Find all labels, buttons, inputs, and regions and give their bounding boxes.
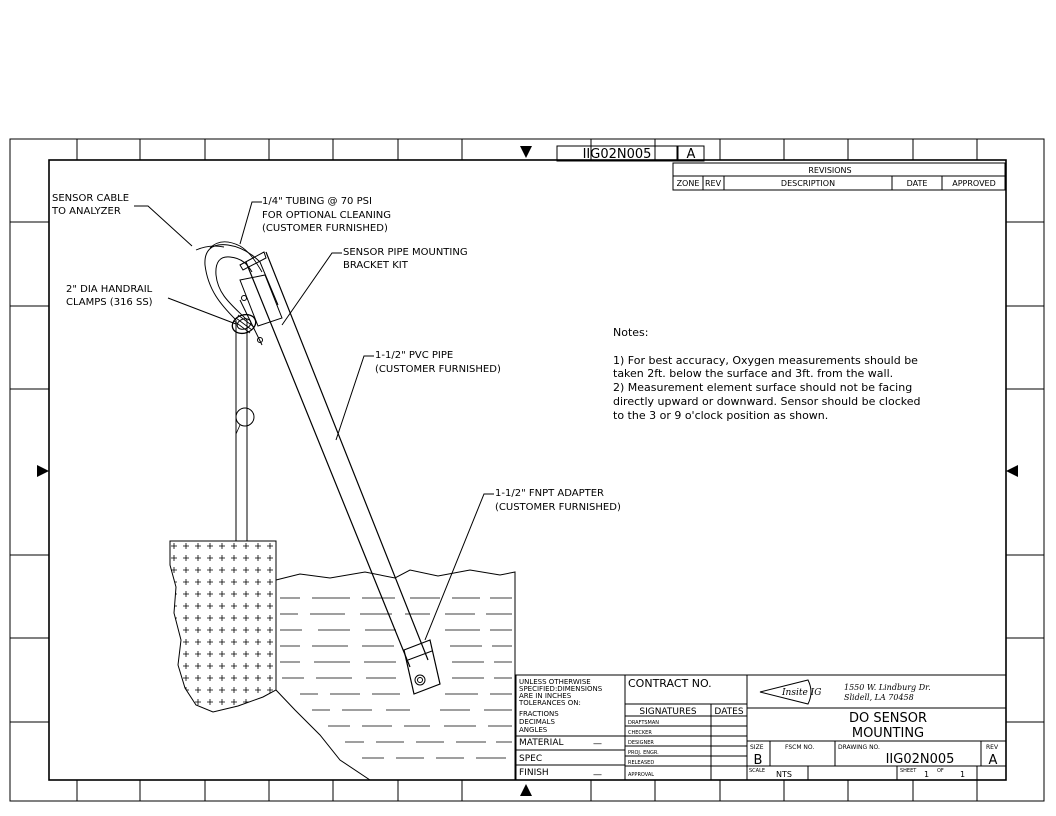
revision-header-description: DESCRIPTION (781, 179, 835, 188)
leader-handrail (167, 297, 237, 325)
leader-pvc-pipe (335, 355, 374, 441)
callout-sensor-cable-1: SENSOR CABLE (52, 193, 129, 204)
note-line-2: taken 2ft. below the surface and 3ft. fr… (613, 367, 893, 380)
note-line-4: directly upward or downward. Sensor shou… (613, 395, 920, 408)
revisions-block: REVISIONS ZONE REV DESCRIPTION DATE APPR… (672, 162, 1006, 191)
tolerance-line-2: SPECIFIED:DIMENSIONS (519, 685, 603, 693)
of-value: 1 (960, 770, 965, 779)
fscm-label: FSCM NO. (785, 744, 814, 751)
scale-value: NTS (776, 770, 792, 779)
centering-arrows (37, 146, 1018, 796)
size-label: SIZE (750, 744, 764, 751)
sensor-cable-line (195, 245, 225, 251)
tolerance-line-7: ANGLES (519, 726, 548, 734)
callout-labels: SENSOR CABLE TO ANALYZER 1/4" TUBING @ 7… (51, 193, 621, 513)
drawing-title-2: MOUNTING (852, 726, 924, 741)
rev-value: A (989, 753, 998, 768)
sensor-mounting-illustration (134, 201, 516, 781)
callout-handrail-2: CLAMPS (316 SS) (66, 297, 153, 308)
rev-label: REV (986, 744, 999, 751)
role-checker: CHECKER (628, 730, 652, 736)
callout-bracket-2: BRACKET KIT (343, 260, 409, 271)
pvc-pipe (245, 251, 429, 668)
address-line-1: 1550 W. Lindburg Dr. (844, 683, 931, 692)
top-rev-letter: A (687, 147, 696, 162)
revision-header-rev: REV (705, 179, 722, 188)
company-logo-text: Insite IG (781, 688, 821, 698)
tubing-line (209, 241, 263, 273)
bottom-center-arrow (520, 784, 532, 796)
notes-heading: Notes: (613, 326, 648, 339)
callout-adapter-1: 1-1/2" FNPT ADAPTER (495, 488, 604, 499)
handrail-post (235, 320, 248, 541)
drawing-title-1: DO SENSOR (849, 711, 927, 726)
right-center-arrow (1006, 465, 1018, 477)
callout-tubing-3: (CUSTOMER FURNISHED) (262, 223, 388, 234)
material-label: MATERIAL (519, 738, 564, 748)
basin-wall (169, 540, 277, 713)
address-line-2: Slidell, LA 70458 (844, 693, 914, 702)
notes-block: Notes: 1) For best accuracy, Oxygen meas… (613, 326, 920, 422)
revision-header-zone: ZONE (677, 179, 700, 188)
callout-pvc-pipe-1: 1-1/2" PVC PIPE (375, 350, 453, 361)
leader-bracket (281, 252, 342, 326)
role-released: RELEASED (628, 760, 654, 766)
top-drawing-number-box: IIG02N005 A (556, 145, 705, 162)
revision-header-date: DATE (907, 179, 928, 188)
tolerance-line-1: UNLESS OTHERWISE (519, 678, 591, 686)
role-designer: DESIGNER (628, 740, 654, 746)
spec-label: SPEC (519, 754, 542, 764)
role-draftsman: DRAFTSMAN (628, 720, 659, 726)
sensor-face (414, 674, 426, 686)
contract-label: CONTRACT NO. (628, 677, 712, 690)
callout-pvc-pipe-2: (CUSTOMER FURNISHED) (375, 364, 501, 375)
top-center-arrow (520, 146, 532, 158)
leader-adapter (424, 493, 494, 641)
drawing-no-label: DRAWING NO. (838, 744, 880, 751)
note-line-1: 1) For best accuracy, Oxygen measurement… (613, 354, 918, 367)
tolerance-line-3: ARE IN INCHES (519, 692, 572, 700)
callout-sensor-cable-2: TO ANALYZER (51, 206, 121, 217)
signatures-label: SIGNATURES (639, 707, 697, 717)
size-value: B (754, 753, 763, 768)
sheet-value: 1 (924, 770, 929, 779)
tolerance-line-6: DECIMALS (519, 718, 555, 726)
top-drawing-number: IIG02N005 (583, 147, 652, 162)
sheet-label: SHEET (900, 768, 917, 774)
of-label: OF (937, 768, 944, 774)
role-approval: APPROVAL (628, 772, 654, 778)
handrail-ball (235, 407, 255, 427)
finish-label: FINISH (519, 768, 549, 778)
revisions-title: REVISIONS (808, 166, 851, 175)
callout-bracket-1: SENSOR PIPE MOUNTING (343, 247, 468, 258)
callout-handrail-1: 2" DIA HANDRAIL (66, 284, 153, 295)
note-line-3: 2) Measurement element surface should no… (613, 381, 912, 394)
material-value: — (593, 739, 602, 749)
title-block: UNLESS OTHERWISE SPECIFIED:DIMENSIONS AR… (515, 674, 1007, 781)
leader-sensor-cable (134, 205, 193, 247)
sensor-adapter (403, 639, 441, 695)
drawing-no-value: IIG02N005 (886, 752, 955, 767)
scale-label: SCALE (749, 768, 765, 774)
finish-value: — (593, 770, 602, 780)
mounting-bracket (239, 274, 283, 327)
tolerance-line-5: FRACTIONS (519, 710, 559, 718)
role-proj-engr: PROJ. ENGR. (628, 750, 659, 756)
tolerance-line-4: TOLERANCES ON: (518, 699, 581, 707)
callout-tubing-1: 1/4" TUBING @ 70 PSI (262, 196, 372, 207)
dates-label: DATES (714, 707, 743, 717)
leader-tubing (239, 201, 262, 245)
callout-tubing-2: FOR OPTIONAL CLEANING (262, 210, 391, 221)
revision-header-approved: APPROVED (952, 179, 996, 188)
logo-shape (759, 679, 812, 705)
callout-adapter-2: (CUSTOMER FURNISHED) (495, 502, 621, 513)
left-center-arrow (37, 465, 49, 477)
note-line-5: to the 3 or 9 o'clock position as shown. (613, 409, 828, 422)
water-body (275, 569, 516, 781)
